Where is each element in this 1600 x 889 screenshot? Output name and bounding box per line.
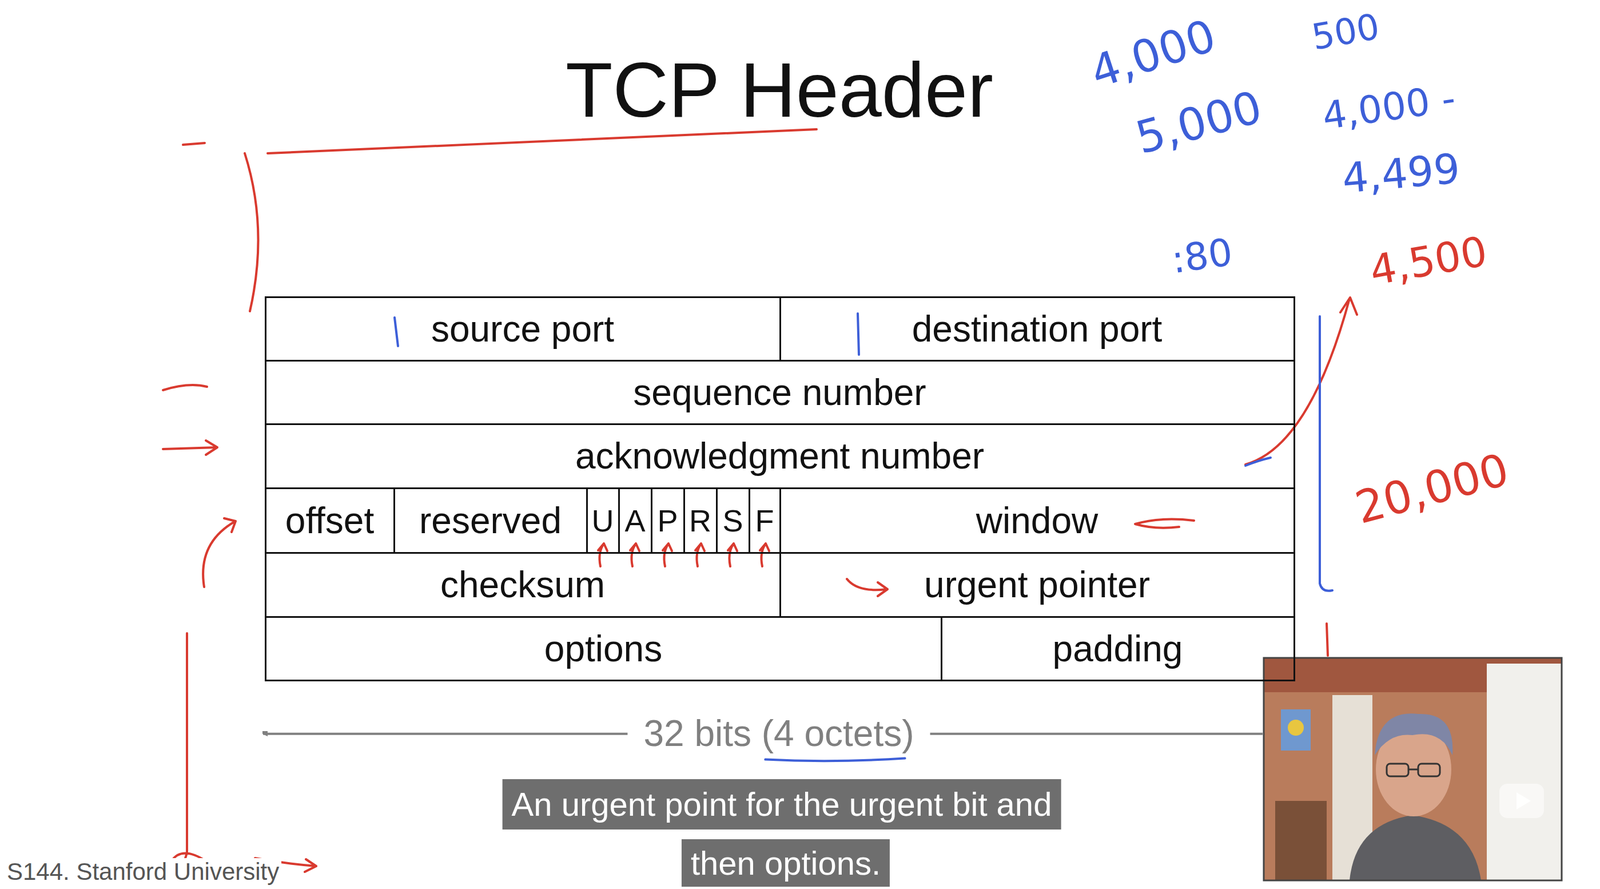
- handwritten-number: 20,000: [1350, 443, 1515, 534]
- video-subtitle: An urgent point for the urgent bit and: [502, 778, 1062, 830]
- handwritten-number: 4,000: [1084, 10, 1223, 99]
- header-field-cell: offset: [264, 487, 396, 554]
- field-name: R: [689, 502, 712, 539]
- blue-pen-strokes: [394, 313, 1333, 761]
- field-name: offset: [285, 499, 374, 542]
- field-name: source port: [431, 307, 615, 350]
- field-name: urgent pointer: [924, 563, 1150, 606]
- footer-credit: S144. Stanford University: [4, 857, 282, 886]
- field-name: sequence number: [633, 371, 926, 414]
- field-name: checksum: [440, 563, 606, 606]
- video-subtitle: then options.: [681, 838, 890, 887]
- bit-width-label: 32 bits (4 octets): [643, 712, 914, 755]
- flag-bit-cell: F: [748, 487, 782, 554]
- flag-bit-cell: R: [683, 487, 718, 554]
- flag-bit-cell: S: [715, 487, 751, 554]
- field-name: window: [976, 499, 1098, 542]
- field-name: P: [657, 502, 678, 539]
- header-field-cell: urgent pointer: [779, 551, 1296, 618]
- handwritten-port: :80: [1168, 230, 1236, 282]
- header-field-cell: window: [779, 487, 1296, 554]
- red-pen-strokes: [162, 129, 1357, 872]
- field-name: options: [544, 627, 663, 670]
- handwritten-number: 5,000: [1130, 81, 1268, 165]
- header-field-cell: options: [264, 615, 943, 682]
- header-field-cell: source port: [264, 296, 782, 362]
- header-field-cell: acknowledgment number: [264, 423, 1296, 489]
- field-name: S: [722, 502, 743, 539]
- field-name: U: [591, 502, 615, 539]
- webcam-inset: [1263, 657, 1562, 881]
- handwritten-number: 4,500: [1366, 227, 1491, 295]
- header-field-cell: checksum: [264, 551, 782, 618]
- slide-title: TCP Header: [565, 51, 994, 129]
- header-field-cell: reserved: [393, 487, 588, 554]
- field-name: acknowledgment number: [575, 434, 985, 477]
- handwritten-number: 500: [1308, 5, 1383, 58]
- field-name: destination port: [912, 307, 1163, 350]
- field-name: F: [755, 502, 775, 539]
- field-name: padding: [1052, 627, 1184, 670]
- header-field-cell: padding: [940, 615, 1296, 682]
- handwritten-number: 4,499: [1340, 144, 1463, 202]
- handwritten-number: 4,000 -: [1319, 76, 1459, 139]
- field-name: reserved: [419, 499, 562, 542]
- field-name: A: [624, 502, 646, 539]
- flag-bit-cell: P: [650, 487, 686, 554]
- header-field-cell: sequence number: [264, 359, 1296, 425]
- header-field-cell: destination port: [779, 296, 1296, 362]
- flag-bit-cell: U: [586, 487, 620, 554]
- flag-bit-cell: A: [618, 487, 653, 554]
